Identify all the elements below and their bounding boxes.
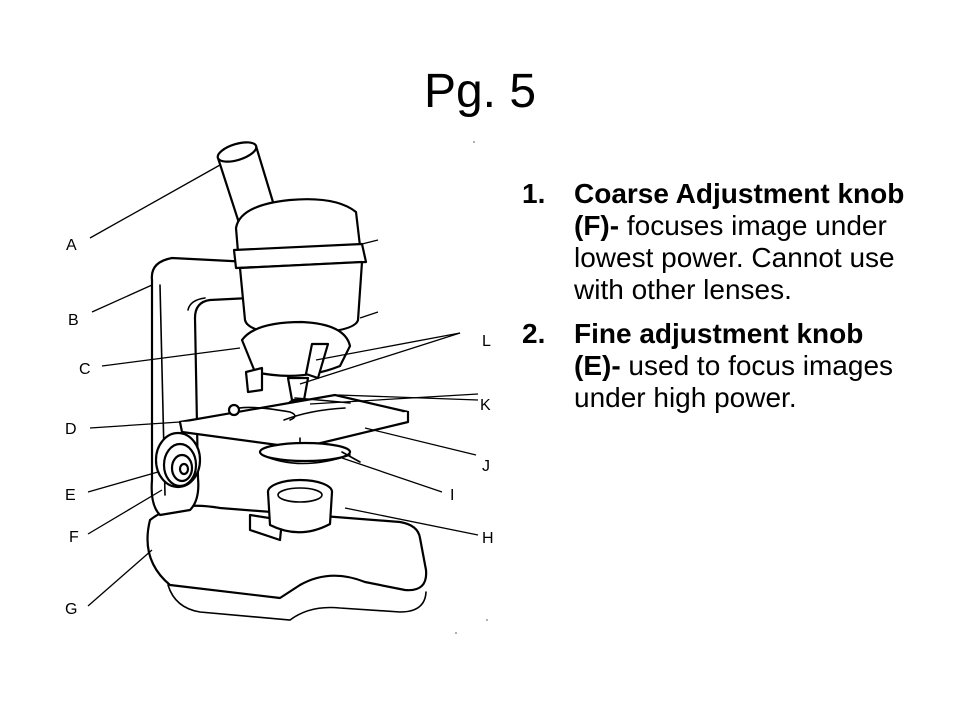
leader-line-k-2 xyxy=(337,394,479,401)
leader-line-e xyxy=(87,471,159,493)
leader-line-stub-1 xyxy=(361,239,379,245)
leader-line-h xyxy=(344,507,479,536)
leader-line-stub-2 xyxy=(359,311,379,319)
leader-line-l-1 xyxy=(299,332,461,385)
label-k: K xyxy=(480,397,491,414)
note-term: Fine adjustment knob (E)- xyxy=(574,318,864,381)
leader-line-k-1 xyxy=(309,393,479,405)
microscope-diagram: A B C D E F G H I J K L xyxy=(65,141,494,634)
label-f: F xyxy=(69,529,79,546)
label-h: H xyxy=(482,530,494,547)
label-b: B xyxy=(68,312,79,329)
label-i: I xyxy=(450,487,454,504)
leader-line-l-2 xyxy=(315,332,461,361)
leader-lines xyxy=(87,164,479,607)
leader-line-b xyxy=(91,284,153,313)
label-l: L xyxy=(482,333,491,350)
slide-title: Pg. 5 xyxy=(423,65,537,118)
note-number: 1. xyxy=(522,178,546,209)
speck xyxy=(455,632,457,634)
leader-line-i xyxy=(341,457,443,493)
leader-line-c xyxy=(101,347,241,367)
notes-list: 1. Coarse Adjustment knob (F)- focuses im… xyxy=(510,178,910,426)
leader-line-a xyxy=(89,164,221,239)
leader-line-f xyxy=(87,489,163,535)
label-g: G xyxy=(65,601,77,618)
label-a: A xyxy=(66,237,77,254)
leader-line-d xyxy=(89,421,181,429)
label-d: D xyxy=(65,421,77,438)
label-c: C xyxy=(79,361,91,378)
note-number: 2. xyxy=(522,318,546,349)
label-j: J xyxy=(482,458,490,475)
speck xyxy=(486,619,488,621)
leader-line-j xyxy=(364,427,477,456)
note-text: focuses image under lowest power. Cannot… xyxy=(574,210,895,305)
speck xyxy=(473,141,475,143)
note-item: 2. Fine adjustment knob (E)- used to focu… xyxy=(510,318,910,414)
note-item: 1. Coarse Adjustment knob (F)- focuses im… xyxy=(510,178,910,306)
microscope-drawing xyxy=(146,141,428,621)
leader-line-g xyxy=(87,549,153,607)
label-e: E xyxy=(65,487,76,504)
note-term: Coarse Adjustment knob (F)- xyxy=(574,178,905,241)
note-text: used to focus images under high power. xyxy=(574,350,894,413)
